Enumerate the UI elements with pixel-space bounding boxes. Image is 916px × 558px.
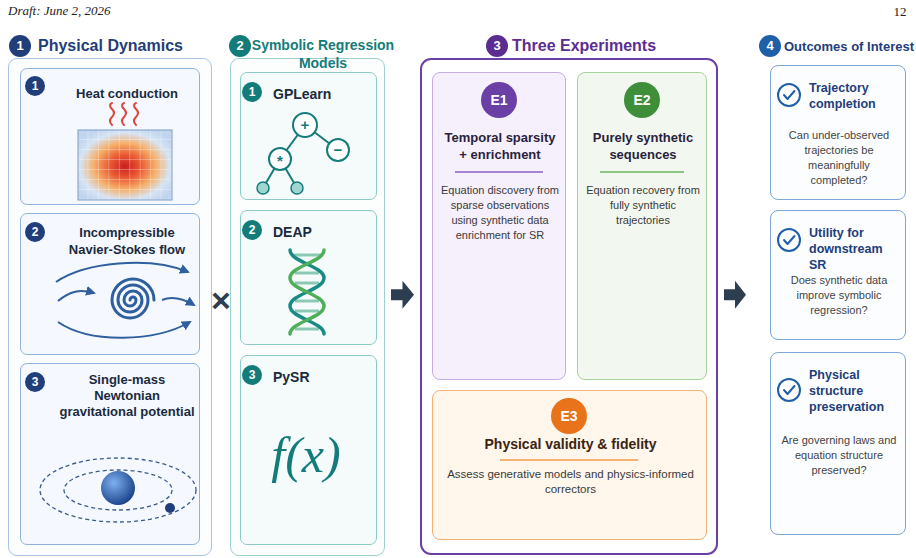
check-mark [784, 236, 795, 244]
node-body: Are governing laws and equation structur… [780, 433, 898, 478]
orbiting-body [165, 503, 175, 513]
flow-arrow [724, 281, 746, 309]
tree-node [327, 139, 349, 161]
experiment-box: Temporal sparsity + enrichmentEquation d… [432, 72, 566, 380]
page-header: Draft: June 2, 2026 [8, 3, 111, 19]
orbit [64, 470, 172, 510]
node-title: Purely synthetic sequences [586, 129, 700, 163]
arrow-shaft [391, 289, 404, 300]
node-title: Temporal sparsity + enrichment [441, 129, 559, 163]
tree-leaf [257, 182, 269, 194]
tree-node [269, 148, 291, 170]
node-title: Three Experiments [512, 36, 712, 56]
node-title: Trajectory completion [809, 80, 903, 112]
column-panel: Symbolic Regression ModelsGPLearnDEAPPyS… [230, 34, 385, 556]
node-title: Physical structure preservation [809, 367, 903, 415]
streamline [56, 263, 188, 282]
divider-line [500, 459, 638, 461]
outcome-box: Utility for downstream SRDoes synthetic … [770, 210, 906, 340]
node-title: GPLearn [273, 85, 371, 103]
tree-leaf [291, 182, 303, 194]
tree-node [293, 113, 317, 137]
tree-branch [263, 159, 280, 188]
node-body: Assess generative models and physics-inf… [447, 467, 694, 497]
node-title: PySR [273, 368, 371, 386]
model-box: GPLearn [240, 72, 377, 200]
check-icon [778, 379, 800, 401]
callout-number: 2 [229, 35, 251, 57]
arrow-head [735, 281, 746, 309]
callout-number: 3 [486, 35, 508, 57]
streamline [58, 291, 94, 301]
outcome-box: Physical structure preservationAre gover… [770, 352, 906, 535]
column-panel: Three ExperimentsTemporal sparsity + enr… [420, 34, 718, 555]
dna-strand [290, 250, 324, 334]
check-icon [778, 229, 800, 251]
experiment-box: Physical validity & fidelityAssess gener… [432, 390, 707, 540]
dna-rung [293, 254, 321, 257]
dna-rung [295, 310, 319, 313]
dynamics-box: Incompressible Navier-Stokes flow [20, 213, 200, 355]
heat-wave [110, 103, 114, 125]
page-number: 12 [840, 4, 916, 20]
column-panel: Physical DynamicsHeat conductionIncompre… [8, 34, 212, 556]
dna-rung [295, 328, 319, 331]
dna-rung [295, 272, 319, 275]
dna-rung [295, 282, 319, 285]
node-title: Outcomes of Interest [784, 37, 916, 57]
node-body: Equation recovery from fully synthetic t… [586, 183, 700, 228]
check-mark [784, 91, 795, 99]
divider-line [600, 171, 684, 173]
orbit [40, 458, 196, 522]
callout-number: 1 [9, 35, 31, 57]
flow-arrow [391, 281, 414, 309]
node-title: Physical validity & fidelity [443, 435, 698, 453]
node-title: Physical Dynamics [38, 36, 210, 56]
experiment-box: Purely synthetic sequencesEquation recov… [577, 72, 707, 380]
dna-rung [295, 300, 319, 303]
vortex-spiral [112, 279, 154, 318]
dynamics-box: Heat conduction [20, 68, 200, 205]
heat-wave [122, 103, 126, 125]
node-body: Does synthetic data improve symbolic reg… [780, 273, 898, 318]
node-title: Symbolic Regression Models [250, 36, 396, 72]
dna-strand [290, 250, 324, 334]
node-title: Incompressible Navier-Stokes flow [59, 224, 195, 258]
node-title: Heat conduction [59, 85, 195, 102]
heat-wave [134, 103, 138, 125]
tree-branch [280, 159, 297, 188]
tree-branch [305, 125, 338, 150]
tree-branch [280, 125, 305, 159]
check-icon [778, 84, 800, 106]
column-panel: Outcomes of InterestTrajectory completio… [752, 34, 912, 556]
node-title: Single-mass Newtonian gravitational pote… [59, 372, 195, 420]
streamline [58, 322, 190, 338]
central-mass [101, 471, 135, 505]
model-box: PySR [240, 355, 377, 545]
node-body: Equation discovery from sparse observati… [441, 183, 559, 243]
arrow-head [403, 281, 415, 309]
heat-grid [78, 130, 172, 200]
dynamics-box: Single-mass Newtonian gravitational pote… [20, 363, 200, 545]
node-title: Utility for downstream SR [809, 225, 903, 273]
node-title: DEAP [273, 223, 371, 241]
divider-line [455, 171, 543, 173]
node-body: Can under-observed trajectories be meani… [780, 128, 898, 188]
callout-number: 4 [759, 35, 781, 57]
check-mark [784, 386, 795, 394]
outcome-box: Trajectory completionCan under-observed … [770, 65, 906, 200]
heat-grid-lines [78, 130, 172, 200]
arrow-shaft [724, 289, 736, 300]
model-box: DEAP [240, 210, 377, 345]
streamline [162, 298, 194, 305]
